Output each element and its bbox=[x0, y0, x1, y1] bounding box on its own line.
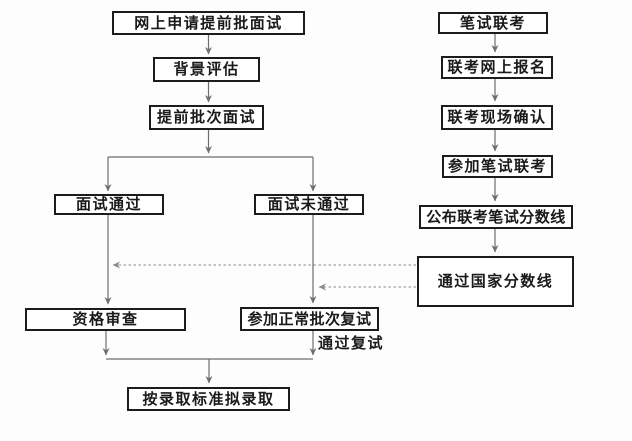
node-written-exam: 笔试联考 bbox=[438, 12, 548, 34]
node-interview-failed: 面试未通过 bbox=[254, 194, 364, 215]
node-take-written-exam: 参加笔试联考 bbox=[442, 155, 553, 178]
node-early-interview: 提前批次面试 bbox=[149, 105, 264, 130]
node-qualification-review: 资格审查 bbox=[25, 308, 186, 331]
node-normal-retest: 参加正常批次复试 bbox=[240, 307, 379, 331]
node-interview-passed: 面试通过 bbox=[54, 194, 164, 215]
node-pass-national-line: 通过国家分数线 bbox=[417, 256, 574, 307]
node-background-eval: 背景评估 bbox=[153, 57, 260, 82]
node-proposed-admission: 按录取标准拟录取 bbox=[127, 387, 290, 411]
edge-label-pass-retest: 通过复试 bbox=[318, 335, 385, 352]
node-exam-online-reg: 联考网上报名 bbox=[441, 56, 553, 79]
node-exam-onsite-confirm: 联考现场确认 bbox=[441, 105, 553, 130]
node-online-apply: 网上申请提前批面试 bbox=[112, 11, 305, 35]
node-announce-score-line: 公布联考笔试分数线 bbox=[419, 205, 573, 229]
